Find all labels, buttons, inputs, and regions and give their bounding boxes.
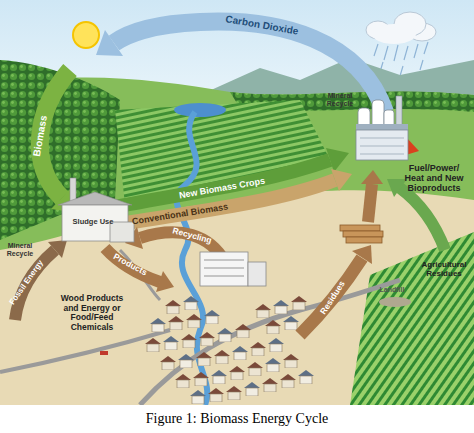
house <box>298 370 314 384</box>
house <box>291 296 307 310</box>
arrowhead <box>331 169 352 191</box>
arrowhead <box>96 30 123 56</box>
illustration-label: Mineral Recycle <box>322 92 358 108</box>
town-building <box>200 252 266 286</box>
windows <box>204 260 244 276</box>
arrowhead <box>48 240 67 258</box>
agricultural-residues-arrow <box>400 188 445 250</box>
house <box>208 388 224 402</box>
lumber-pile <box>340 225 383 243</box>
house <box>280 374 296 388</box>
house <box>190 390 206 404</box>
house <box>163 336 179 350</box>
road <box>0 330 170 372</box>
illustration-label: Mineral Recycle <box>2 242 38 258</box>
lumber <box>343 231 383 237</box>
illustration-label: Conventional Biomass <box>131 201 228 226</box>
house <box>235 324 251 338</box>
biomass-illustration <box>0 0 474 405</box>
illustration-label: Fuel/Power/ Heat and New Bioproducts <box>398 163 470 193</box>
lumber-arrow <box>368 184 372 222</box>
town <box>145 296 314 404</box>
carbon-dioxide-arrow <box>114 22 385 112</box>
house <box>232 346 248 360</box>
house <box>268 338 284 352</box>
house <box>265 358 281 372</box>
illustration-label: Biomass <box>31 115 49 158</box>
lumber <box>340 225 380 231</box>
biorefinery <box>356 96 408 160</box>
illustration-label: Agricultural Residues <box>415 261 473 279</box>
house <box>265 320 281 334</box>
house <box>211 370 227 384</box>
mill-annex <box>110 222 134 242</box>
office-block <box>200 252 248 286</box>
house <box>255 304 271 318</box>
illustration-label: Landfill <box>380 286 405 294</box>
arrowhead <box>361 170 383 184</box>
house <box>273 300 289 314</box>
house <box>181 334 197 348</box>
arrowhead <box>352 245 372 264</box>
lake <box>174 103 226 117</box>
house <box>229 366 245 380</box>
house <box>247 362 263 376</box>
house <box>160 356 176 370</box>
caption-box: Figure 1: Biomass Energy Cycle <box>0 408 474 433</box>
products-arrow <box>105 248 160 282</box>
crop-field <box>350 232 474 405</box>
flow-arrows <box>15 22 445 335</box>
illustration-label: New Biomass Crops <box>178 175 265 200</box>
residues-arrow <box>300 258 362 335</box>
house <box>196 352 212 366</box>
house <box>193 372 209 386</box>
sun <box>73 22 99 48</box>
illustration-label: Recycling <box>171 226 212 246</box>
illustration-label: Sludge Use <box>73 218 114 226</box>
house <box>283 354 299 368</box>
roof <box>58 192 132 205</box>
illustration-label: Carbon Dioxide <box>225 13 300 37</box>
house <box>283 316 299 330</box>
house <box>199 332 215 346</box>
cloud <box>372 24 416 44</box>
arrowhead <box>387 179 407 197</box>
car <box>100 351 108 355</box>
smokestack <box>396 96 402 128</box>
figure-caption: Figure 1: Biomass Energy Cycle <box>0 408 474 430</box>
arrowhead <box>326 148 349 172</box>
arrowhead <box>156 271 174 292</box>
illustration-label: Products <box>112 252 149 278</box>
road <box>140 280 400 405</box>
ground <box>0 190 474 405</box>
house <box>262 378 278 392</box>
house <box>178 354 194 368</box>
house <box>150 318 166 332</box>
house <box>204 310 220 324</box>
mill <box>58 178 134 242</box>
house <box>217 328 233 342</box>
house <box>175 374 191 388</box>
rain-cloud <box>366 12 436 76</box>
plant-building <box>356 130 408 160</box>
windows <box>360 138 404 154</box>
illustration-label: Fossil Energy <box>8 259 45 307</box>
house <box>214 350 230 364</box>
landfill-mound <box>379 297 411 307</box>
illustration-label: Residues <box>319 280 348 317</box>
house <box>168 316 184 330</box>
lumber <box>346 237 382 243</box>
house <box>250 342 266 356</box>
house <box>186 314 202 328</box>
house <box>244 382 260 396</box>
office-annex <box>248 262 266 286</box>
house <box>226 386 242 400</box>
roof <box>356 124 408 130</box>
illustration-label: Wood Products and Energy or Food/Feed Ch… <box>56 294 128 332</box>
house <box>165 300 181 314</box>
label-layer: Carbon DioxideMineral RecycleBiomassFuel… <box>0 0 474 405</box>
house <box>183 296 199 310</box>
house <box>145 338 161 352</box>
